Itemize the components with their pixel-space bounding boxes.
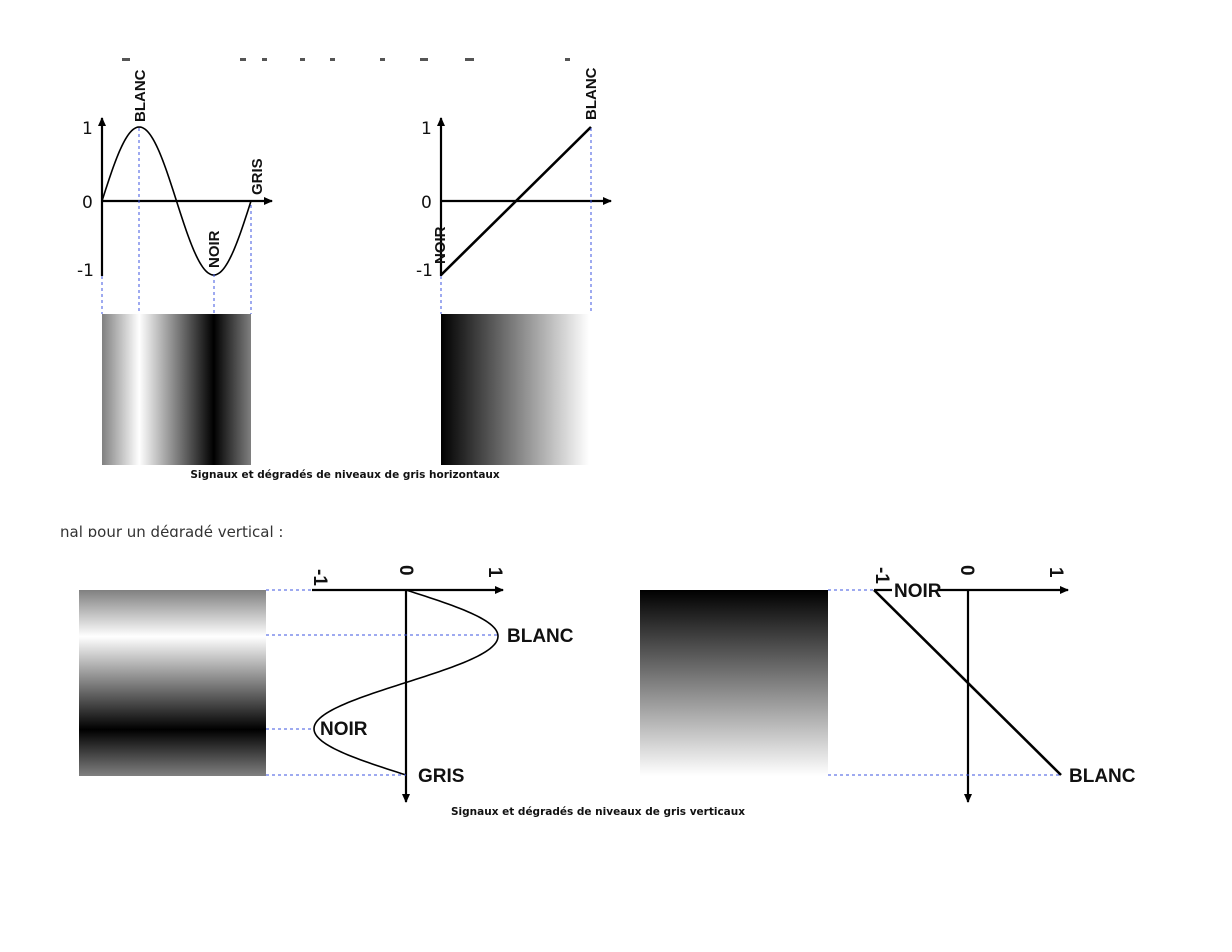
horizontal-sine-gradient bbox=[102, 314, 251, 465]
tick-0: 0 bbox=[421, 193, 432, 213]
tick-1: 1 bbox=[484, 567, 505, 578]
tick-minus-1: -1 bbox=[416, 261, 433, 281]
tick-1: 1 bbox=[82, 119, 93, 139]
label-noir: NOIR bbox=[320, 719, 368, 740]
tick-1: 1 bbox=[1045, 567, 1066, 578]
sine-curve bbox=[101, 126, 252, 276]
tick-0: 0 bbox=[82, 193, 93, 213]
tick-minus-1: -1 bbox=[309, 569, 330, 586]
tick-minus-1: -1 bbox=[871, 567, 892, 584]
label-blanc: BLANC bbox=[1069, 766, 1136, 787]
vertical-sine-gradient bbox=[79, 590, 266, 776]
caption-vertical: Signaux et dégradés de niveaux de gris v… bbox=[451, 806, 745, 818]
vertical-sine-diagram: -1 0 1 BLANC NOIR GRIS bbox=[79, 565, 574, 803]
sine-curve bbox=[313, 589, 499, 776]
horizontal-sine-diagram: 1 0 -1 BLANC NOIR GRIS bbox=[77, 69, 273, 465]
ramp-line bbox=[873, 589, 1062, 776]
label-gris: GRIS bbox=[249, 158, 266, 195]
horizontal-ramp-gradient bbox=[441, 314, 589, 465]
vertical-ramp-diagram: -1 0 1 NOIR BLANC bbox=[640, 565, 1136, 803]
ramp-line bbox=[440, 126, 592, 276]
tick-0: 0 bbox=[956, 565, 977, 576]
label-noir: NOIR bbox=[432, 226, 449, 264]
label-blanc: BLANC bbox=[132, 69, 149, 122]
caption-horizontal: Signaux et dégradés de niveaux de gris h… bbox=[190, 469, 500, 481]
vertical-ramp-gradient bbox=[640, 590, 828, 776]
label-noir: NOIR bbox=[894, 581, 942, 602]
tick-minus-1: -1 bbox=[77, 261, 94, 281]
cut-text-vertical: nal pour un dégradé vertical : bbox=[60, 523, 283, 541]
label-noir: NOIR bbox=[206, 230, 223, 268]
tick-1: 1 bbox=[421, 119, 432, 139]
tick-0: 0 bbox=[395, 565, 416, 576]
label-blanc: BLANC bbox=[507, 626, 574, 647]
label-blanc: BLANC bbox=[583, 67, 600, 120]
cut-text-top bbox=[122, 58, 570, 61]
horizontal-ramp-diagram: 1 0 -1 BLANC NOIR bbox=[416, 67, 612, 465]
label-gris: GRIS bbox=[418, 766, 464, 787]
